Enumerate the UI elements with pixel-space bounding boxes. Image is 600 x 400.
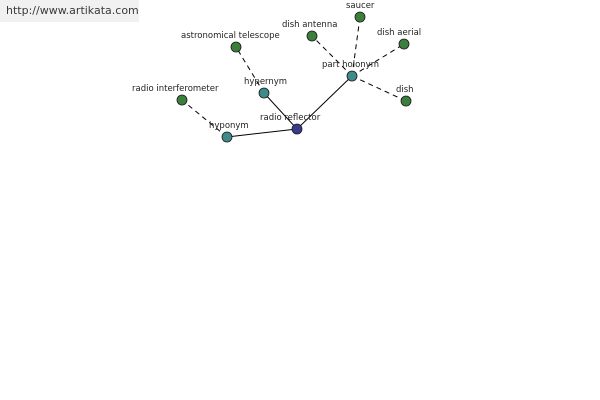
node-label-dish-aerial[interactable]: dish aerial <box>377 28 421 38</box>
node-dish[interactable] <box>400 95 412 107</box>
node-label-astronomical-telescope[interactable]: astronomical telescope <box>181 31 280 41</box>
node-label-radio-reflector[interactable]: radio reflector <box>260 113 321 123</box>
node-label-saucer[interactable]: saucer <box>346 1 375 11</box>
node-label-hyponym[interactable]: hyponym <box>209 121 249 131</box>
node-dish-aerial[interactable] <box>398 38 410 50</box>
edge-part-holonym-to-dish <box>351 75 407 102</box>
site-watermark[interactable]: http://www.artikata.com <box>0 0 139 22</box>
labels-layer: radio reflector hyponym hypernym part holon… <box>132 1 421 131</box>
edge-radio-reflector-to-part-holonym <box>296 75 353 130</box>
edge-radio-reflector-to-hypernym <box>263 92 298 130</box>
node-hypernym[interactable] <box>258 87 270 99</box>
edge-part-holonym-to-dish-antenna <box>311 35 353 77</box>
node-label-dish-antenna[interactable]: dish antenna <box>282 20 337 30</box>
edge-hyponym-to-radio-interferometer <box>181 99 228 138</box>
edge-part-holonym-to-saucer <box>351 16 361 77</box>
node-hyponym[interactable] <box>221 131 233 143</box>
node-part-holonym[interactable] <box>346 70 358 82</box>
node-label-hypernym[interactable]: hypernym <box>244 77 287 87</box>
nodes-layer <box>176 11 412 143</box>
edges-layer <box>181 16 407 138</box>
node-label-dish[interactable]: dish <box>396 85 414 95</box>
node-radio-reflector[interactable] <box>291 123 303 135</box>
node-saucer[interactable] <box>354 11 366 23</box>
node-astronomical-telescope[interactable] <box>230 41 242 53</box>
node-radio-interferometer[interactable] <box>176 94 188 106</box>
node-dish-antenna[interactable] <box>306 30 318 42</box>
edge-part-holonym-to-dish-aerial <box>351 43 405 77</box>
node-label-radio-interferometer[interactable]: radio interferometer <box>132 84 219 94</box>
node-label-part-holonym[interactable]: part holonym <box>322 60 379 70</box>
edge-radio-reflector-to-hyponym <box>226 128 298 138</box>
